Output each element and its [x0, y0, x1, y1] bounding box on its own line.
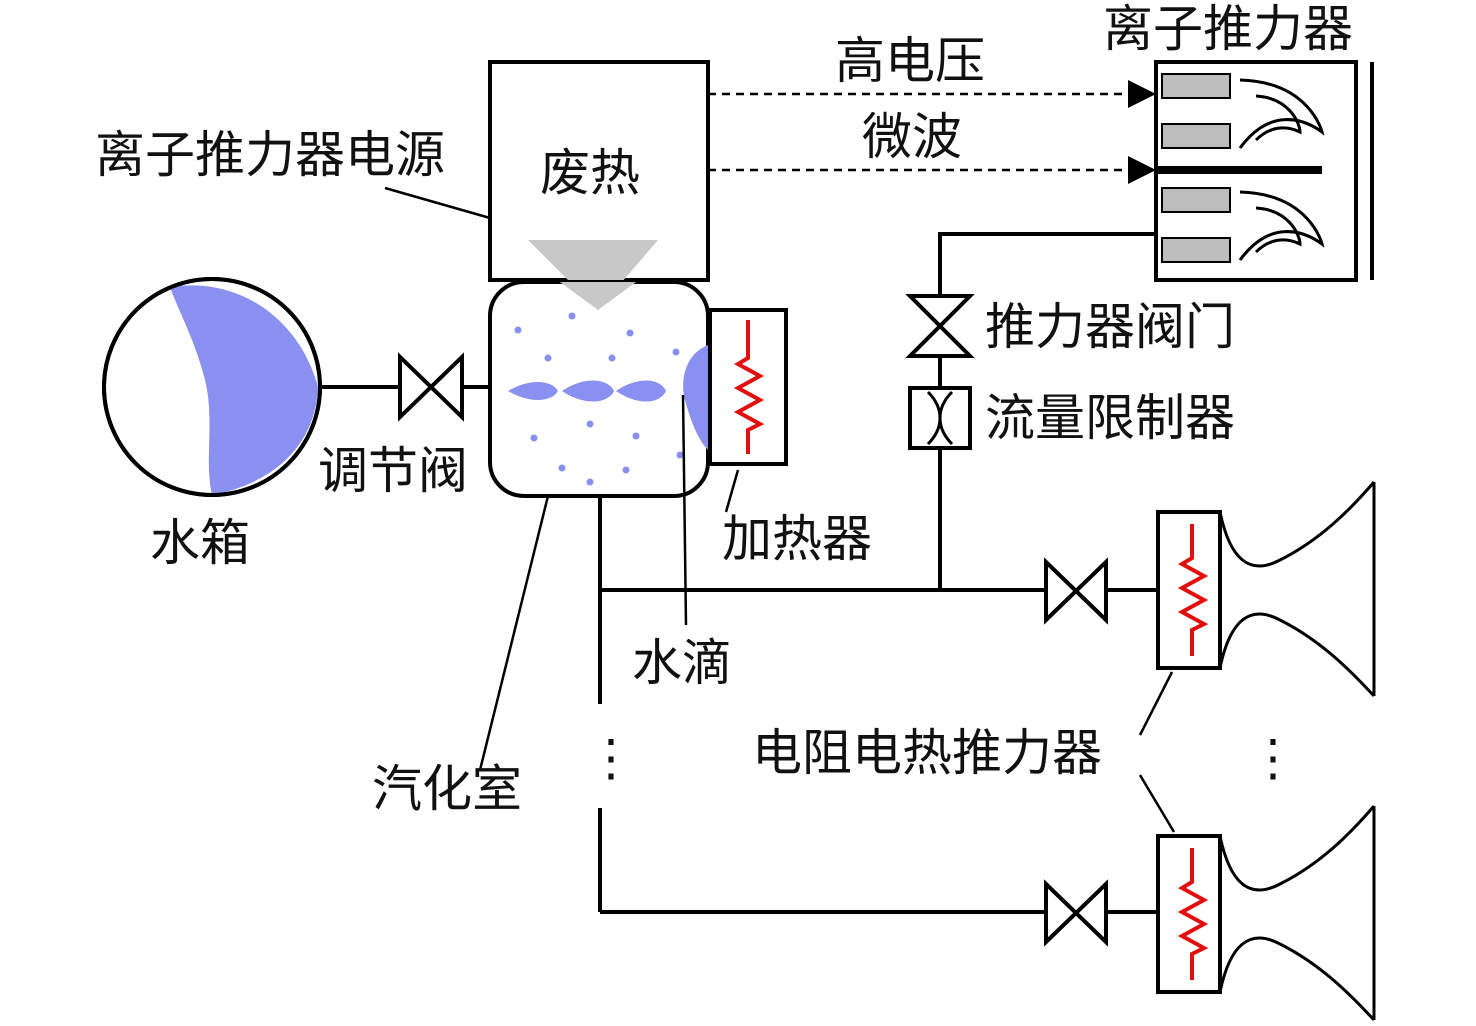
high-voltage-label: 高电压 [835, 32, 985, 90]
vaporizer-label: 汽化室 [372, 760, 522, 818]
ellipsis-left: ⋮ [586, 729, 636, 787]
waste-heat-label: 废热 [540, 144, 640, 202]
water-tank-label: 水箱 [150, 514, 250, 572]
heat-arrow [528, 240, 658, 310]
thruster-valve-label: 推力器阀门 [985, 298, 1235, 356]
ion-thruster-label: 离子推力器 [1103, 0, 1353, 58]
resistojet-valve-upper [1044, 557, 1108, 625]
high-voltage-arrow [1128, 80, 1156, 108]
ion-power-label: 离子推力器电源 [95, 126, 445, 184]
microwave-label: 微波 [862, 108, 962, 166]
ion-thruster [1154, 60, 1374, 282]
resistojet-lower [1156, 805, 1376, 1022]
flow-limiter [908, 386, 972, 450]
water-droplet-label: 水滴 [632, 634, 732, 692]
microwave-arrow [1128, 156, 1156, 184]
ellipsis-right: ⋮ [1248, 729, 1298, 787]
heater-resistor [733, 320, 765, 454]
resistojet-upper [1156, 481, 1376, 698]
heater-label: 加热器 [722, 510, 872, 568]
vaporizer-chamber [488, 280, 710, 498]
water-tank [102, 277, 322, 497]
regulator-valve [398, 352, 464, 422]
resistojet-label: 电阻电热推力器 [752, 724, 1102, 782]
regulator-valve-label: 调节阀 [318, 442, 468, 500]
resistojet-valve-lower [1044, 879, 1108, 947]
flow-limiter-label: 流量限制器 [985, 389, 1235, 447]
thruster-valve [905, 294, 975, 358]
